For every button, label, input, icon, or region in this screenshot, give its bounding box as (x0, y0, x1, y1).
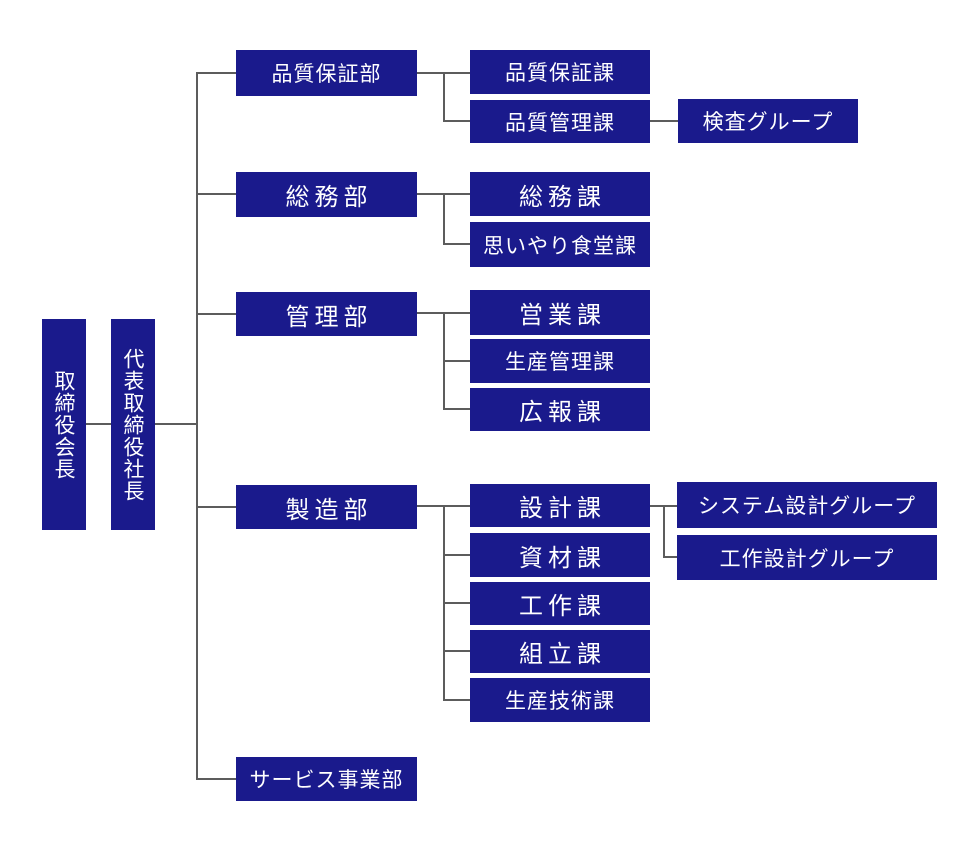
node-president: 代表取締役社長 (111, 319, 155, 530)
node-production-engineering-section: 生産技術課 (470, 678, 650, 722)
node-service-business-dept: サービス事業部 (236, 757, 417, 801)
node-inspection-group: 検査グループ (678, 99, 858, 143)
connector-design-vertical (663, 505, 665, 558)
node-cafeteria-section: 思いやり食堂課 (470, 222, 650, 267)
connector-stub-quality-assurance-dept (197, 72, 236, 74)
connector-admin-mid (443, 360, 470, 362)
connector-qa-vertical (443, 72, 445, 122)
connector-stub-general-affairs-dept (197, 193, 236, 195)
connector-mfg-machining (443, 602, 470, 604)
node-quality-control-section: 品質管理課 (470, 100, 650, 143)
connector-trunk (196, 72, 198, 780)
node-general-affairs-dept: 総務部 (236, 172, 417, 217)
connector-stub-manufacturing-dept (197, 506, 236, 508)
connector-admin-bottom (443, 408, 470, 410)
connector-inspection-group (650, 120, 678, 122)
node-system-design-group: システム設計グループ (677, 482, 937, 528)
node-design-section: 設計課 (470, 484, 650, 527)
connector-stub-administration-dept (197, 313, 236, 315)
connector-ga-bottom (443, 243, 470, 245)
node-assembly-section: 組立課 (470, 630, 650, 673)
connector-chairman-president (86, 423, 111, 425)
node-public-relations-section: 広報課 (470, 388, 650, 431)
node-manufacturing-dept: 製造部 (236, 485, 417, 529)
node-administration-dept: 管理部 (236, 292, 417, 336)
node-materials-section: 資材課 (470, 533, 650, 577)
node-production-control-section: 生産管理課 (470, 339, 650, 383)
node-sales-section: 営業課 (470, 290, 650, 335)
connector-mfg-prod-engineering (443, 699, 470, 701)
node-general-affairs-section: 総務課 (470, 172, 650, 216)
node-machining-section: 工作課 (470, 582, 650, 625)
connector-ga-vertical (443, 193, 445, 245)
connector-mfg-materials (443, 554, 470, 556)
node-quality-assurance-section: 品質保証課 (470, 50, 650, 94)
connector-mfg-assembly (443, 650, 470, 652)
connector-stub-service-business-dept (197, 778, 236, 780)
connector-president-trunk (155, 423, 197, 425)
connector-qa-bottom (443, 120, 470, 122)
node-chairman: 取締役会長 (42, 319, 86, 530)
node-machining-design-group: 工作設計グループ (677, 535, 937, 580)
connector-design-bottom (663, 556, 677, 558)
node-quality-assurance-dept: 品質保証部 (236, 50, 417, 96)
